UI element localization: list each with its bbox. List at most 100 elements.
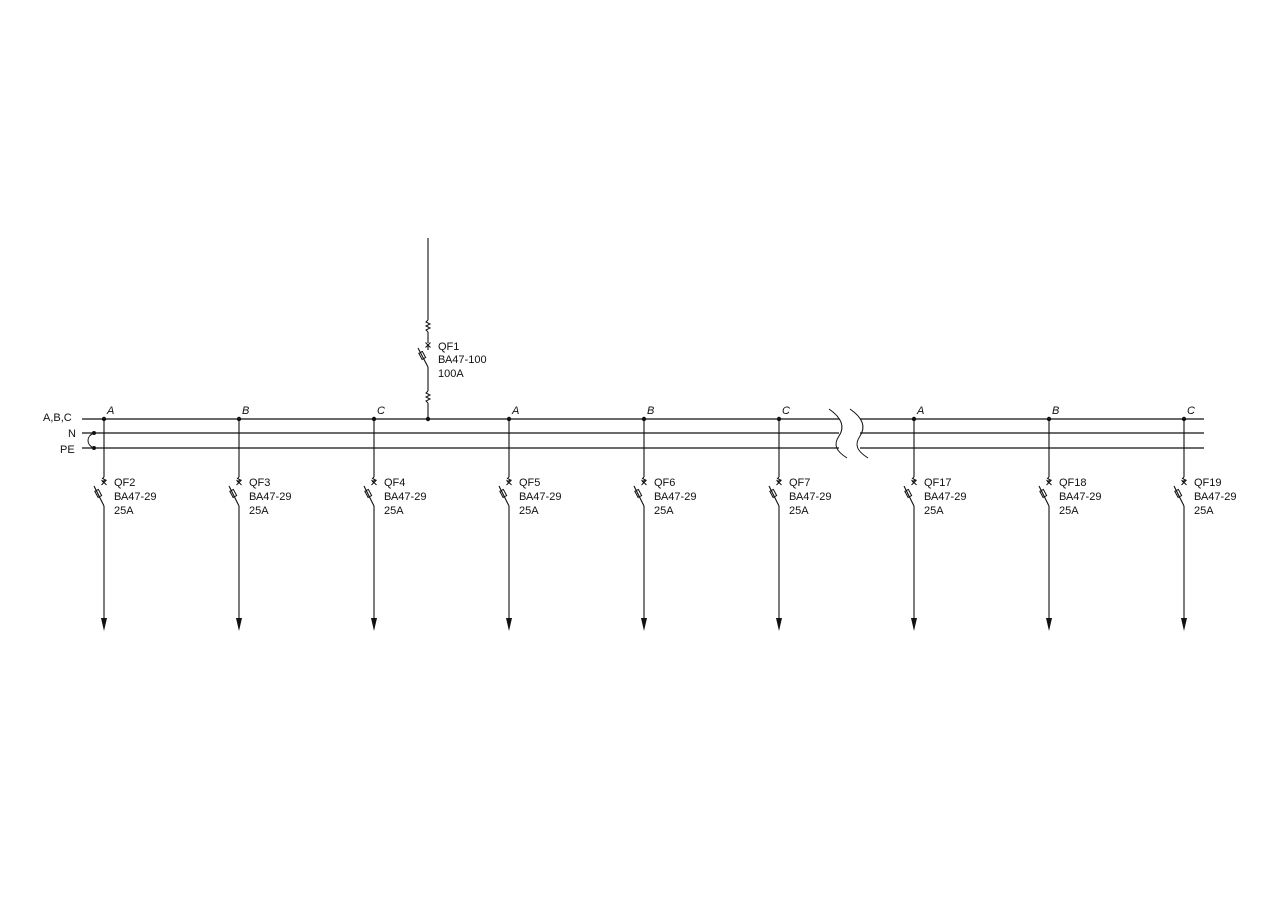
breaker-rating: 25A (1059, 505, 1079, 517)
phase-label: A (916, 405, 924, 417)
breaker-cross-icon (911, 479, 917, 486)
phase-label: B (242, 405, 249, 417)
bridge-arc (87, 432, 95, 449)
breaker-designation: QF3 (249, 477, 270, 489)
phase-label: C (1187, 405, 1195, 417)
breaker-rating: 25A (924, 505, 944, 517)
phase-label: A (511, 405, 519, 417)
breaker-type: ВА47-29 (1194, 491, 1236, 503)
breaker-type: ВА47-29 (249, 491, 291, 503)
phase-label: B (647, 405, 654, 417)
breaker-type: ВА47-29 (114, 491, 156, 503)
phase-label: C (782, 405, 790, 417)
thermal-release-icon (499, 488, 508, 499)
bus-break-symbol (828, 408, 869, 459)
breaker-designation: QF5 (519, 477, 540, 489)
bus-label-neutral: N (68, 428, 76, 440)
bus-label-pe: PE (60, 444, 75, 456)
busbars-left (82, 418, 839, 449)
qf1-rating: 100A (438, 368, 464, 380)
breaker-cross-icon (1181, 479, 1187, 486)
thermal-release-icon (904, 488, 913, 499)
arrow-down-icon (371, 618, 377, 631)
breaker-cross-icon (506, 479, 512, 486)
breaker-cross-icon (641, 479, 647, 486)
breaker-rating: 25A (114, 505, 134, 517)
arrow-down-icon (1046, 618, 1052, 631)
breaker-type: ВА47-29 (1059, 491, 1101, 503)
breaker-cross-icon (371, 479, 377, 486)
incomer-junction-dot (425, 416, 431, 422)
breaker-rating: 25A (249, 505, 269, 517)
breaker-rating: 25A (1194, 505, 1214, 517)
breaker-cross-icon (776, 479, 782, 486)
breaker-designation: QF2 (114, 477, 135, 489)
arrow-down-icon (776, 618, 782, 631)
arrow-down-icon (1181, 618, 1187, 631)
breaker-type: ВА47-29 (789, 491, 831, 503)
thermal-release-icon (364, 488, 373, 499)
breaker-cross-icon (236, 479, 242, 486)
breaker-blade (1038, 485, 1050, 507)
breaker-rating: 25A (384, 505, 404, 517)
breaker-rating: 25A (519, 505, 539, 517)
breaker-designation: QF19 (1194, 477, 1222, 489)
phase-label: A (106, 405, 114, 417)
phase-label: C (377, 405, 385, 417)
qf1-designation: QF1 (438, 341, 459, 353)
arrow-down-icon (236, 618, 242, 631)
arrow-down-icon (101, 618, 107, 631)
breaker-cross-icon (101, 479, 107, 486)
breaker-type: ВА47-29 (384, 491, 426, 503)
thermal-release-icon (634, 488, 643, 499)
arrow-down-icon (911, 618, 917, 631)
n-pe-bridge (87, 431, 96, 450)
breaker-designation: QF6 (654, 477, 675, 489)
breaker-rating: 25A (654, 505, 674, 517)
breaker-blade (903, 485, 915, 507)
thermal-release-icon (94, 488, 103, 499)
breaker-type: ВА47-29 (519, 491, 561, 503)
breaker-blade (417, 347, 429, 368)
breaker-blade (633, 485, 645, 507)
qf1-type: ВА47-100 (438, 354, 487, 366)
thermal-release-icon (1174, 488, 1183, 499)
breaker-designation: QF18 (1059, 477, 1087, 489)
breaker-blade (363, 485, 375, 507)
breaker-blade (93, 485, 105, 507)
breaker-blade (498, 485, 510, 507)
breaker-designation: QF17 (924, 477, 952, 489)
busbars-right (860, 418, 1204, 449)
breaker-designation: QF4 (384, 477, 405, 489)
breaker-blade (768, 485, 780, 507)
breaker-blade (228, 485, 240, 507)
main-incomer: QF1 ВА47-100 100A (417, 238, 487, 422)
disconnector-contact-icon (424, 390, 432, 404)
breaker-type: ВА47-29 (654, 491, 696, 503)
arrow-down-icon (641, 618, 647, 631)
breaker-cross-icon (1046, 479, 1052, 486)
thermal-release-icon (1039, 488, 1048, 499)
breaker-rating: 25A (789, 505, 809, 517)
breaker-designation: QF7 (789, 477, 810, 489)
phase-label: B (1052, 405, 1059, 417)
breaker-blade (1173, 485, 1185, 507)
bus-label-phases: A,B,C (43, 412, 72, 424)
breaker-type: ВА47-29 (924, 491, 966, 503)
arrow-down-icon (506, 618, 512, 631)
thermal-release-icon (229, 488, 238, 499)
thermal-release-icon (769, 488, 778, 499)
disconnector-contact-icon (424, 319, 432, 333)
thermal-release-icon (418, 350, 427, 361)
